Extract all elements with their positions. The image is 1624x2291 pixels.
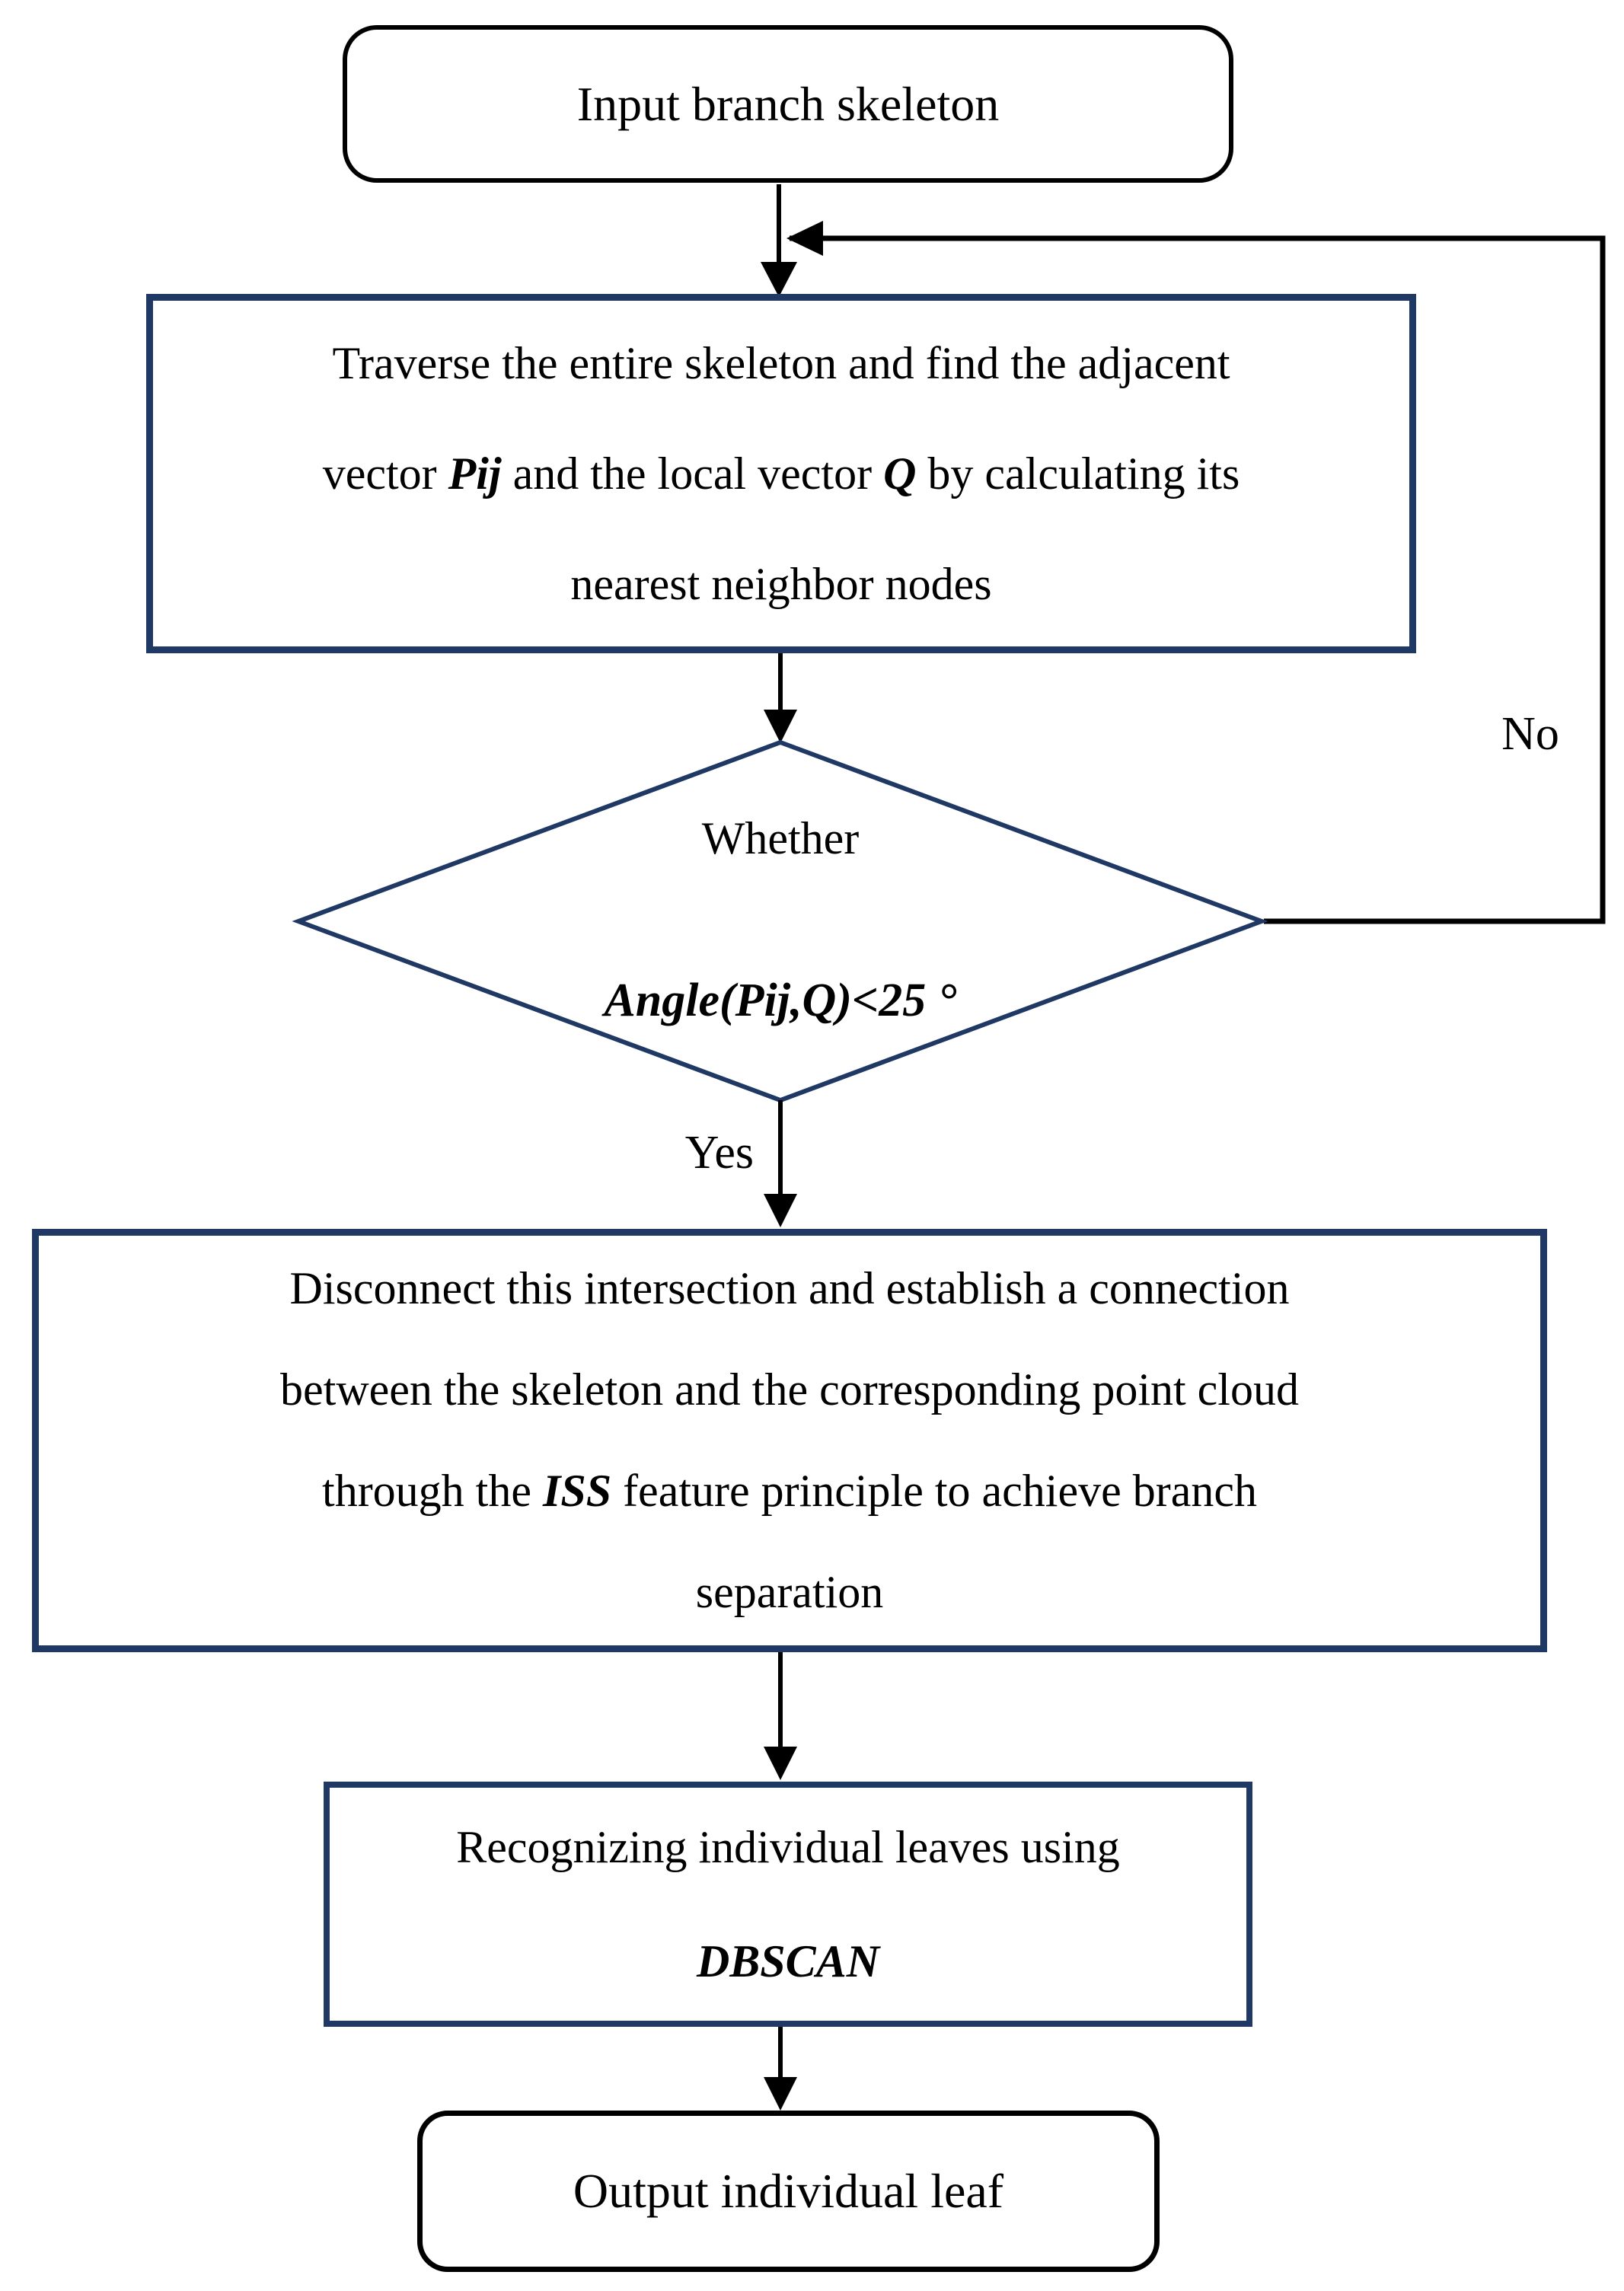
arrow-down-icon xyxy=(764,1747,797,1780)
node-recognize-leaves-dbscan: Recognizing individual leaves using DBSC… xyxy=(324,1782,1252,2027)
arrow-left-icon xyxy=(786,221,823,256)
node-traverse-skeleton: Traverse the entire skeleton and find th… xyxy=(146,294,1416,653)
text-segment: feature principle to achieve branch xyxy=(611,1466,1257,1516)
disconnect-line-1: Disconnect this intersection and establi… xyxy=(290,1238,1290,1339)
node-input-branch-skeleton: Input branch skeleton xyxy=(343,25,1233,183)
text-segment: between the skeleton and the correspondi… xyxy=(280,1364,1299,1415)
traverse-line-3: nearest neighbor nodes xyxy=(570,529,991,640)
dbscan-line-1: Recognizing individual leaves using xyxy=(456,1790,1120,1904)
iss-token: ISS xyxy=(542,1466,612,1516)
pij-token: Pij xyxy=(448,448,502,499)
text-segment: separation xyxy=(695,1567,884,1617)
traverse-line-1: Traverse the entire skeleton and find th… xyxy=(332,308,1230,419)
connector-dbscan-to-output xyxy=(764,2027,797,2111)
text-segment: Traverse the entire skeleton and find th… xyxy=(332,337,1230,388)
q-token: Q xyxy=(883,448,917,499)
decision-label-angle-condition: Angle(Pij,Q)<25 ° xyxy=(604,975,957,1026)
node-output-label: Output individual leaf xyxy=(573,2164,1004,2218)
text-segment: nearest neighbor nodes xyxy=(570,558,992,609)
decision-label-whether: Whether xyxy=(701,813,860,863)
connector-input-to-traverse xyxy=(761,184,797,297)
edge-label-yes: Yes xyxy=(684,1127,754,1179)
disconnect-line-3: through the ISS feature principle to ach… xyxy=(322,1441,1257,1542)
disconnect-line-4: separation xyxy=(696,1542,884,1643)
text-segment: by calculating its xyxy=(916,448,1240,499)
decision-diamond xyxy=(292,739,1268,1103)
node-output-individual-leaf: Output individual leaf xyxy=(417,2111,1160,2272)
arrow-down-icon xyxy=(764,1194,797,1227)
connector-no-loop xyxy=(786,221,1606,924)
node-disconnect-intersection: Disconnect this intersection and establi… xyxy=(32,1229,1547,1652)
edge-label-no: No xyxy=(1501,708,1559,760)
traverse-line-2: vector Pij and the local vector Q by cal… xyxy=(323,419,1240,529)
connector-disconnect-to-dbscan xyxy=(764,1652,797,1780)
connector-traverse-to-decision xyxy=(764,653,797,743)
text-segment: through the xyxy=(322,1466,543,1516)
text-segment: and the local vector xyxy=(501,448,884,499)
dbscan-line-2: DBSCAN xyxy=(697,1904,879,2018)
connector-decision-to-disconnect xyxy=(764,1100,797,1227)
arrow-down-icon xyxy=(761,262,797,297)
text-segment: Disconnect this intersection and establi… xyxy=(289,1263,1290,1313)
disconnect-line-2: between the skeleton and the correspondi… xyxy=(280,1339,1299,1441)
text-segment: Recognizing individual leaves using xyxy=(456,1822,1120,1872)
text-segment: vector xyxy=(322,448,448,499)
node-input-label: Input branch skeleton xyxy=(576,76,1000,131)
dbscan-token: DBSCAN xyxy=(696,1936,880,1986)
arrow-down-icon xyxy=(764,710,797,743)
arrow-down-icon xyxy=(764,2077,797,2111)
